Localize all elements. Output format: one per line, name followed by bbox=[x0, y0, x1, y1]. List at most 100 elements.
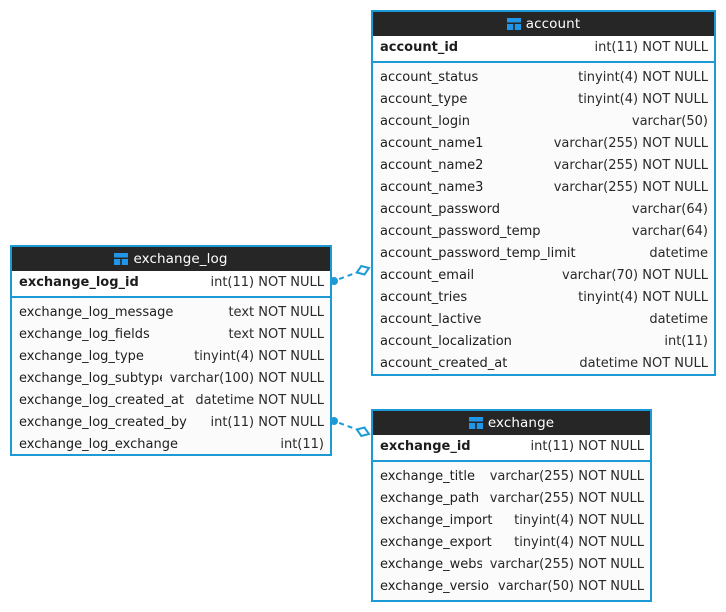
column-name: account_status bbox=[380, 69, 479, 85]
column-type: tinyint(4) NOT NULL bbox=[578, 91, 708, 107]
entity-title-exchange: exchange bbox=[487, 415, 555, 431]
column-row[interactable]: exchange_log_fields text NOT NULL bbox=[12, 323, 330, 345]
column-row[interactable]: exchange_log_message text NOT NULL bbox=[12, 301, 330, 323]
column-name: exchange_log_id bbox=[19, 274, 139, 290]
column-name: account_email bbox=[380, 267, 475, 283]
column-row[interactable]: account_password varchar(64) bbox=[373, 198, 714, 220]
column-row[interactable]: account_password_temp_limit datetime bbox=[373, 242, 714, 264]
column-row[interactable]: account_login varchar(50) bbox=[373, 110, 714, 132]
column-name: account_tries bbox=[380, 289, 468, 305]
primary-key-row-exchange[interactable]: exchange_id int(11) NOT NULL bbox=[373, 435, 650, 462]
column-row[interactable]: exchange_log_created_at datetime NOT NULL bbox=[12, 389, 330, 411]
column-type: datetime bbox=[649, 245, 708, 261]
column-row[interactable]: account_name3 varchar(255) NOT NULL bbox=[373, 176, 714, 198]
column-name: account_login bbox=[380, 113, 470, 129]
column-name: account_id bbox=[380, 39, 459, 55]
column-name: exchange_log_subtype bbox=[19, 370, 162, 386]
column-type: tinyint(4) NOT NULL bbox=[514, 534, 644, 550]
column-name: exchange_log_fields bbox=[19, 326, 150, 342]
column-type: varchar(255) NOT NULL bbox=[553, 157, 708, 173]
column-type: varchar(255) NOT NULL bbox=[553, 179, 708, 195]
column-row[interactable]: exchange_log_subtype varchar(100) NOT NUL… bbox=[12, 367, 330, 389]
column-type: datetime NOT NULL bbox=[579, 355, 708, 371]
relationship-diamond-marker bbox=[355, 264, 371, 276]
column-type: text NOT NULL bbox=[228, 326, 324, 342]
entity-header-exchange-log: exchange_log bbox=[12, 247, 330, 271]
relationship-line bbox=[338, 421, 358, 431]
column-type: tinyint(4) NOT NULL bbox=[194, 348, 324, 364]
entity-title-account: account bbox=[525, 16, 581, 32]
column-name: exchange_log_created_at bbox=[19, 392, 184, 408]
column-name: exchange_log_created_by bbox=[19, 414, 187, 430]
column-type: tinyint(4) NOT NULL bbox=[578, 289, 708, 305]
column-type: datetime NOT NULL bbox=[195, 392, 324, 408]
primary-key-row-exchange-log[interactable]: exchange_log_id int(11) NOT NULL bbox=[12, 271, 330, 298]
column-row[interactable]: account_tries tinyint(4) NOT NULL bbox=[373, 286, 714, 308]
relationship-exchange-log-exchange-to-exchange bbox=[330, 417, 371, 438]
column-type: text NOT NULL bbox=[228, 304, 324, 320]
column-name: account_created_at bbox=[380, 355, 508, 371]
column-name: exchange_id bbox=[380, 438, 471, 454]
column-name: account_localization bbox=[380, 333, 512, 349]
entity-header-account: account bbox=[373, 12, 714, 36]
column-type: varchar(100) NOT NULL bbox=[169, 370, 324, 386]
column-name: exchange_export bbox=[380, 534, 492, 550]
column-type: varchar(255) NOT NULL bbox=[553, 135, 708, 151]
entity-table-exchange[interactable]: exchange exchange_id int(11) NOT NULL ex… bbox=[371, 409, 652, 602]
relationship-exchange-log-created-by-to-account bbox=[330, 264, 371, 285]
column-name: exchange_website bbox=[380, 556, 482, 572]
column-row[interactable]: account_name1 varchar(255) NOT NULL bbox=[373, 132, 714, 154]
table-icon bbox=[506, 14, 521, 38]
column-name: exchange_import bbox=[380, 512, 493, 528]
column-row[interactable]: exchange_export tinyint(4) NOT NULL bbox=[373, 531, 650, 553]
entity-table-exchange-log[interactable]: exchange_log exchange_log_id int(11) NOT… bbox=[10, 245, 332, 456]
primary-key-row-account[interactable]: account_id int(11) NOT NULL bbox=[373, 36, 714, 63]
column-row[interactable]: account_created_at datetime NOT NULL bbox=[373, 352, 714, 374]
column-name: account_password_temp_limit bbox=[380, 245, 576, 261]
column-name: exchange_log_message bbox=[19, 304, 174, 320]
column-row[interactable]: exchange_import tinyint(4) NOT NULL bbox=[373, 509, 650, 531]
column-type: int(11) NOT NULL bbox=[210, 414, 324, 430]
column-type: varchar(255) NOT NULL bbox=[489, 556, 644, 572]
column-type: int(11) NOT NULL bbox=[210, 274, 324, 290]
column-type: varchar(64) bbox=[631, 201, 708, 217]
column-type: int(11) NOT NULL bbox=[594, 39, 708, 55]
table-icon bbox=[468, 413, 483, 437]
column-row[interactable]: exchange_log_created_by int(11) NOT NULL bbox=[12, 411, 330, 433]
entity-title-exchange-log: exchange_log bbox=[133, 251, 228, 267]
entity-table-account[interactable]: account account_id int(11) NOT NULL acco… bbox=[371, 10, 716, 376]
column-name: account_lactive bbox=[380, 311, 482, 327]
column-name: account_password bbox=[380, 201, 501, 217]
column-name: exchange_log_type bbox=[19, 348, 144, 364]
column-name: exchange_path bbox=[380, 490, 480, 506]
column-type: varchar(50) bbox=[631, 113, 708, 129]
column-name: exchange_version bbox=[380, 578, 490, 594]
column-name: exchange_title bbox=[380, 468, 475, 484]
column-name: account_type bbox=[380, 91, 468, 107]
column-type: tinyint(4) NOT NULL bbox=[514, 512, 644, 528]
column-row[interactable]: exchange_log_type tinyint(4) NOT NULL bbox=[12, 345, 330, 367]
column-name: account_name1 bbox=[380, 135, 484, 151]
column-row[interactable]: exchange_website varchar(255) NOT NULL bbox=[373, 553, 650, 575]
column-row[interactable]: account_email varchar(70) NOT NULL bbox=[373, 264, 714, 286]
column-type: varchar(70) NOT NULL bbox=[562, 267, 708, 283]
relationship-diamond-marker bbox=[355, 426, 371, 438]
relationship-line bbox=[338, 271, 358, 281]
column-type: int(11) bbox=[280, 436, 324, 452]
entity-header-exchange: exchange bbox=[373, 411, 650, 435]
column-row[interactable]: account_type tinyint(4) NOT NULL bbox=[373, 88, 714, 110]
column-name: account_name3 bbox=[380, 179, 484, 195]
